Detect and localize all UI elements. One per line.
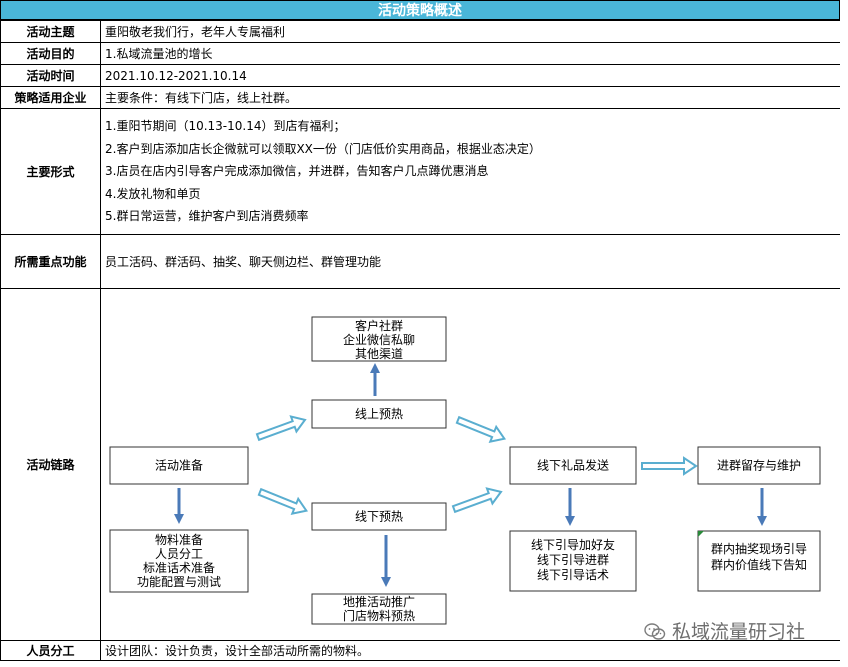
box-offline-sub: 地推活动推广 门店物料预热 bbox=[311, 593, 447, 625]
offline-sub-line: 地推活动推广 bbox=[343, 595, 415, 609]
box-gift: 线下礼品发送 bbox=[509, 446, 637, 485]
forms-label: 主要形式 bbox=[0, 108, 101, 235]
box-retain: 进群留存与维护 bbox=[697, 446, 821, 485]
hollow-arrow-online-gift bbox=[455, 415, 507, 444]
box-offline-warm: 线下预热 bbox=[311, 502, 447, 531]
forms-item: 2.客户到店添加店长企微就可以领取XX一份（门店低价实用商品，根据业态决定） bbox=[105, 141, 541, 156]
box-retain-sub: 群内抽奖现场引导 群内价值线下告知 bbox=[697, 530, 821, 592]
features-value: 员工活码、群活码、抽奖、聊天侧边栏、群管理功能 bbox=[100, 234, 841, 289]
box-prepare-sub: 物料准备 人员分工 标准话术准备 功能配置与测试 bbox=[109, 529, 249, 593]
retain-sub-line: 群内抽奖现场引导 bbox=[711, 542, 807, 556]
time-value: 2021.10.12-2021.10.14 bbox=[100, 64, 841, 87]
features-label: 所需重点功能 bbox=[0, 234, 101, 289]
box-online-channels: 客户社群 企业微信私聊 其他渠道 bbox=[311, 316, 447, 362]
hollow-arrow-prepare-offline bbox=[257, 487, 309, 516]
box-prepare: 活动准备 bbox=[109, 446, 249, 485]
online-channel-line: 企业微信私聊 bbox=[343, 332, 415, 347]
retain-text: 进群留存与维护 bbox=[717, 459, 801, 473]
gift-sub-line: 线下引导话术 bbox=[537, 568, 609, 582]
watermark-text: 私域流量研习社 bbox=[672, 621, 806, 643]
online-channel-line: 客户社群 bbox=[355, 318, 403, 333]
prepare-text: 活动准备 bbox=[155, 459, 203, 473]
prepare-sub-line: 物料准备 bbox=[155, 533, 203, 547]
hollow-arrow-prepare-online bbox=[255, 415, 307, 442]
applicable-label: 策略适用企业 bbox=[0, 86, 101, 109]
row-time: 活动时间 2021.10.12-2021.10.14 bbox=[0, 64, 841, 87]
gift-sub-line: 线下引导进群 bbox=[537, 553, 609, 567]
theme-value: 重阳敬老我们行，老年人专属福利 bbox=[100, 20, 841, 43]
theme-label: 活动主题 bbox=[0, 20, 101, 43]
applicable-value: 主要条件：有线下门店，线上社群。 bbox=[100, 86, 841, 109]
retain-sub-line: 群内价值线下告知 bbox=[711, 557, 807, 572]
offline-sub-line: 门店物料预热 bbox=[343, 608, 415, 623]
flow-diagram: 活动准备 物料准备 人员分工 标准话术准备 功能配置与测试 客户社群 企业微信私… bbox=[109, 316, 821, 625]
box-online-warm: 线上预热 bbox=[311, 399, 447, 429]
box-gift-sub: 线下引导加好友 线下引导进群 线下引导话术 bbox=[509, 530, 637, 592]
forms-item: 3.店员在店内引导客户完成添加微信，并进群，告知客户几点蹲优惠消息 bbox=[105, 164, 489, 179]
row-staff: 人员分工 设计团队：设计负责，设计全部活动所需的物料。 bbox=[0, 640, 841, 661]
online-channel-line: 其他渠道 bbox=[355, 347, 403, 361]
row-theme: 活动主题 重阳敬老我们行，老年人专属福利 bbox=[0, 20, 841, 43]
forms-item: 5.群日常运营，维护客户到店消费频率 bbox=[105, 209, 309, 224]
online-warm-text: 线上预热 bbox=[355, 407, 403, 421]
staff-value: 设计团队：设计负责，设计全部活动所需的物料。 bbox=[100, 640, 841, 661]
staff-label: 人员分工 bbox=[0, 640, 101, 661]
offline-warm-text: 线下预热 bbox=[355, 510, 403, 524]
gift-sub-line: 线下引导加好友 bbox=[531, 538, 615, 552]
forms-item: 4.发放礼物和单页 bbox=[105, 186, 201, 201]
watermark: 私域流量研习社 bbox=[644, 617, 805, 644]
row-features: 所需重点功能 员工活码、群活码、抽奖、聊天侧边栏、群管理功能 bbox=[0, 234, 841, 289]
row-purpose: 活动目的 1.私域流量池的增长 bbox=[0, 42, 841, 65]
row-forms: 主要形式 1.重阳节期间（10.13-10.14）到店有福利； 2.客户到店添加… bbox=[0, 108, 841, 235]
forms-value: 1.重阳节期间（10.13-10.14）到店有福利； 2.客户到店添加店长企微就… bbox=[100, 108, 841, 235]
time-label: 活动时间 bbox=[0, 64, 101, 87]
purpose-label: 活动目的 bbox=[0, 42, 101, 65]
forms-item: 1.重阳节期间（10.13-10.14）到店有福利； bbox=[105, 119, 346, 134]
gift-text: 线下礼品发送 bbox=[537, 458, 609, 473]
hollow-arrow-gift-retain bbox=[641, 456, 698, 476]
page-margin bbox=[840, 0, 848, 667]
prepare-sub-line: 标准话术准备 bbox=[143, 561, 215, 575]
prepare-sub-line: 功能配置与测试 bbox=[137, 574, 221, 589]
purpose-value: 1.私域流量池的增长 bbox=[100, 42, 841, 65]
hollow-arrow-offline-gift bbox=[451, 487, 503, 514]
page-title: 活动策略概述 bbox=[0, 0, 840, 20]
wechat-icon bbox=[644, 623, 666, 640]
row-applicable: 策略适用企业 主要条件：有线下门店，线上社群。 bbox=[0, 86, 841, 109]
prepare-sub-line: 人员分工 bbox=[155, 547, 203, 561]
chain-label: 活动链路 bbox=[0, 288, 101, 641]
